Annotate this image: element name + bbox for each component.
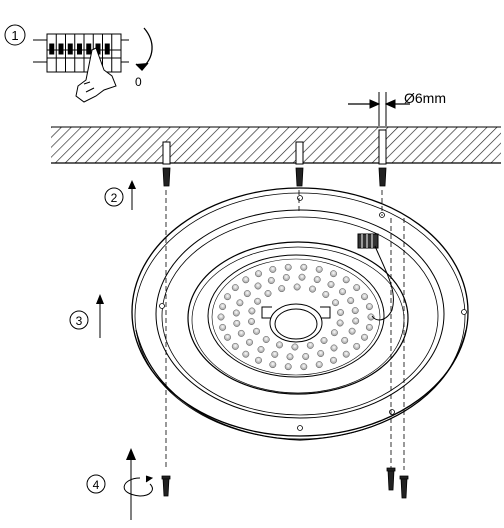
led-dot <box>353 284 361 292</box>
led-board <box>217 263 375 371</box>
led-dot <box>315 265 323 273</box>
led-dot <box>253 327 260 335</box>
led-dot <box>271 350 279 358</box>
led-dot <box>248 318 255 325</box>
led-dot <box>264 290 272 297</box>
power-off-arrow-icon <box>135 27 153 71</box>
led-dot <box>365 323 373 331</box>
guide-lines <box>165 190 405 470</box>
led-dot <box>352 317 360 325</box>
led-dot <box>284 363 292 371</box>
led-dot <box>284 263 292 271</box>
circuit-breaker-icon <box>33 33 129 73</box>
led-dot <box>330 344 338 352</box>
led-dot <box>255 270 262 278</box>
step-3-marker: 3 <box>69 294 104 338</box>
breaker-off-label: 0 <box>135 75 142 89</box>
led-dot <box>348 327 356 335</box>
led-dot <box>322 291 330 298</box>
led-dot <box>300 363 308 371</box>
led-dot <box>347 297 355 305</box>
led-dot <box>309 285 316 293</box>
ceiling-lamp <box>131 187 469 441</box>
led-dot <box>330 356 337 364</box>
led-dot <box>298 273 306 281</box>
led-dot <box>278 285 286 293</box>
led-dot <box>315 361 323 369</box>
led-dot <box>269 361 277 369</box>
led-dot <box>317 350 325 357</box>
led-dot <box>232 309 240 317</box>
step-1-marker: 1 <box>4 24 26 46</box>
hand-icon <box>75 47 117 103</box>
led-dot <box>291 343 299 351</box>
step-2-marker: 2 <box>104 180 136 210</box>
led-dot <box>342 276 350 284</box>
led-dot <box>361 293 368 301</box>
step-1-number: 1 <box>11 28 18 43</box>
led-dot <box>330 270 337 278</box>
led-dot <box>224 293 231 301</box>
ceiling-screws <box>162 167 387 187</box>
led-dot <box>231 284 239 292</box>
led-dot <box>242 350 250 358</box>
led-dot <box>242 276 250 284</box>
led-dot <box>269 265 277 273</box>
led-dot <box>337 309 344 316</box>
step-4-marker: 4 <box>86 448 136 520</box>
led-dot <box>353 342 361 350</box>
led-dot <box>262 336 270 343</box>
led-dot <box>276 341 283 349</box>
led-dot <box>327 281 335 288</box>
drill-diameter-label: Ø6mm <box>404 90 446 106</box>
led-dot <box>219 323 227 331</box>
led-dot <box>248 307 256 315</box>
led-dot <box>254 297 262 305</box>
led-dot <box>224 333 231 341</box>
screwdriver-rotation-icon <box>123 475 154 497</box>
led-dot <box>342 350 350 358</box>
led-dot <box>286 353 294 361</box>
led-dot <box>257 346 265 353</box>
led-dot <box>341 336 349 344</box>
step-2-number: 2 <box>111 191 118 205</box>
led-dot <box>219 303 227 311</box>
led-dot <box>300 263 308 271</box>
led-dot <box>361 333 368 341</box>
led-dot <box>332 299 339 307</box>
led-dot <box>367 313 375 321</box>
led-dot <box>254 282 262 290</box>
led-dot <box>246 338 253 346</box>
led-dot <box>217 313 225 321</box>
led-dot <box>339 288 346 296</box>
led-dot <box>365 303 373 311</box>
bottom-screws <box>161 467 409 499</box>
wall-plugs <box>162 129 387 165</box>
led-dot <box>336 319 344 327</box>
led-dot <box>293 283 301 291</box>
step-4-number: 4 <box>93 478 100 492</box>
led-dot <box>233 319 241 327</box>
ceiling <box>51 126 501 164</box>
led-dot <box>320 337 328 344</box>
led-dot <box>306 341 314 349</box>
led-dot <box>282 274 290 281</box>
led-dot <box>255 356 262 364</box>
led-dot <box>351 307 359 315</box>
led-dot <box>302 353 310 360</box>
led-dot <box>236 299 244 307</box>
led-dot <box>237 329 245 337</box>
step-3-number: 3 <box>76 314 83 328</box>
led-dot <box>231 342 239 350</box>
led-dot <box>313 276 321 284</box>
led-dot <box>330 329 338 337</box>
led-dot <box>243 290 251 298</box>
centre-cutout <box>261 303 331 343</box>
led-dot <box>267 277 275 284</box>
drill-width-arrows-icon <box>348 92 410 126</box>
terminal-block <box>357 233 394 321</box>
